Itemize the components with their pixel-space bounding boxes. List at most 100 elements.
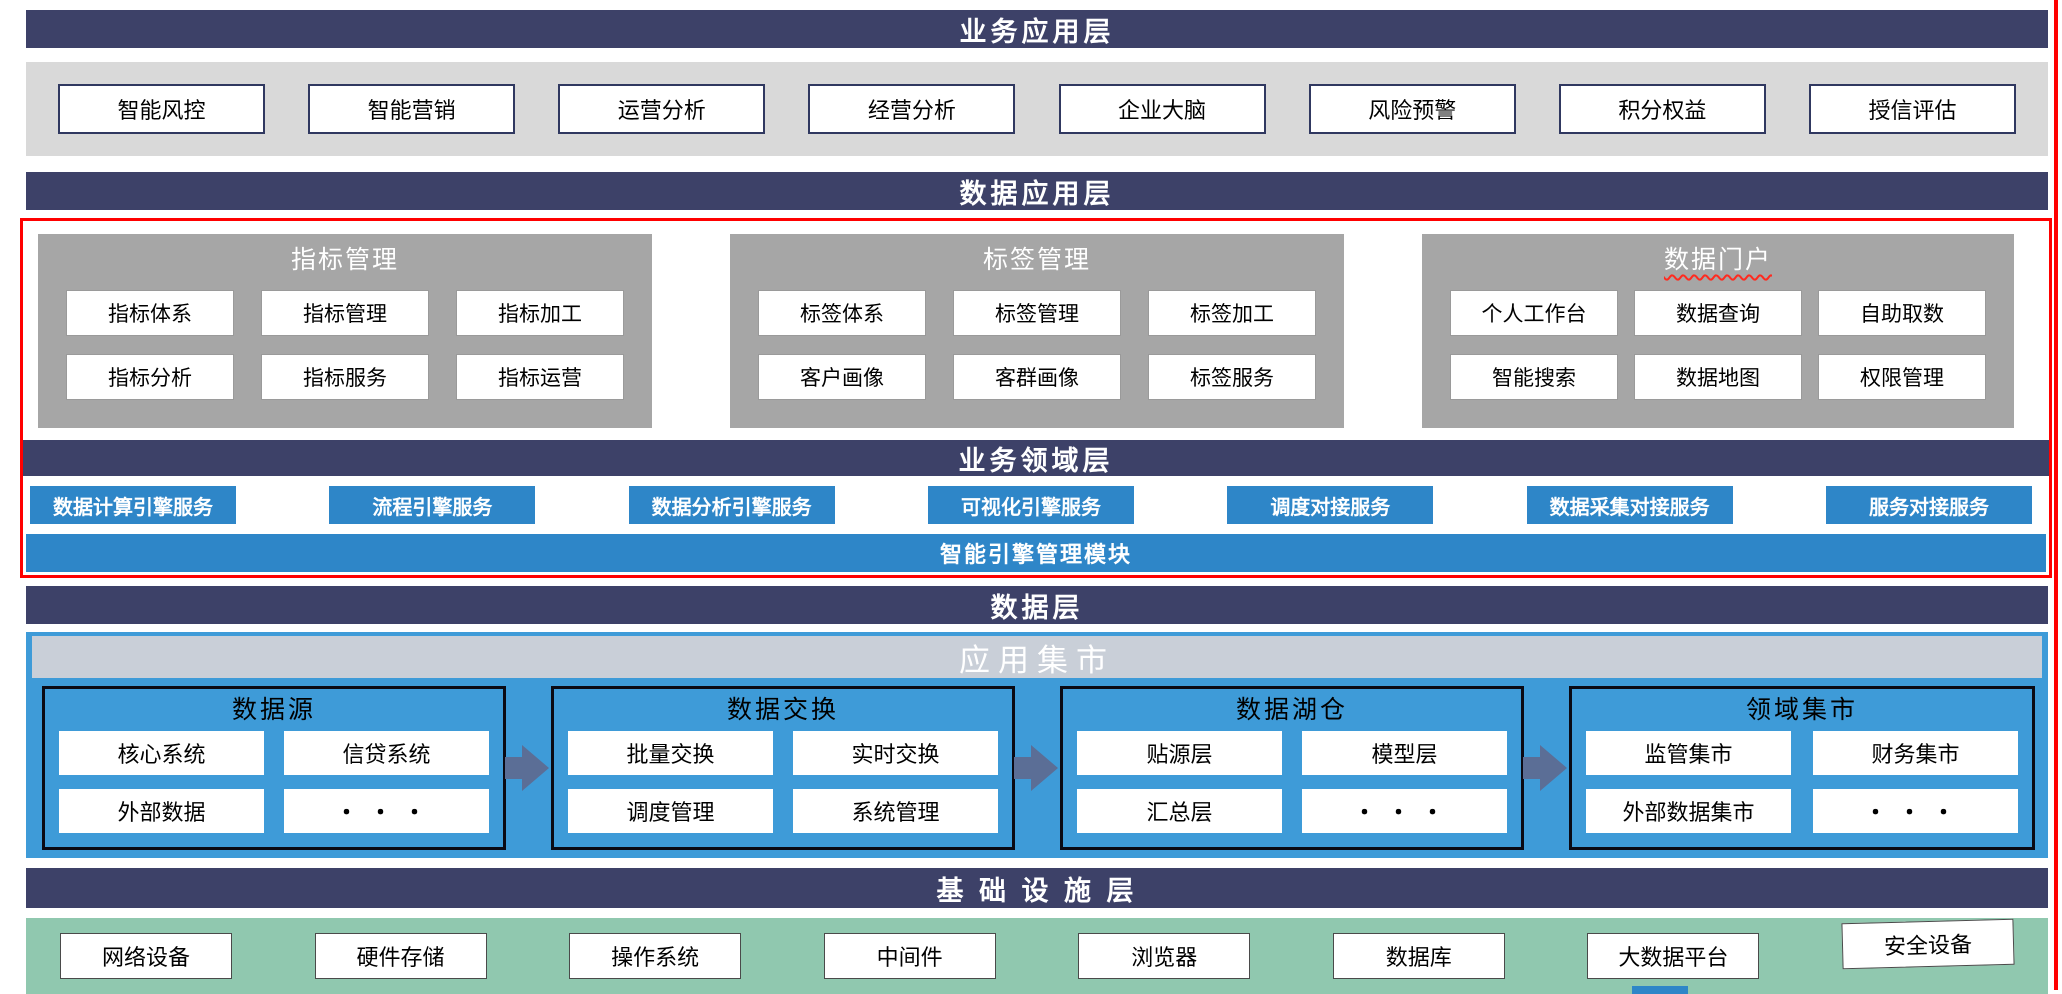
panel-box: 指标运营	[456, 354, 624, 400]
business-app-box: 授信评估	[1808, 84, 2016, 134]
data-panel-box: 外部数据集市	[1586, 789, 1791, 833]
arrow-right-icon	[1014, 743, 1058, 793]
panel-row: 个人工作台 数据查询 自助取数	[1450, 290, 1986, 336]
engine-service-button: 服务对接服务	[1825, 486, 2032, 524]
data-panel-box: 信贷系统	[284, 731, 489, 775]
infrastructure-box: 数据库	[1332, 933, 1505, 979]
engine-service-button: 数据分析引擎服务	[628, 486, 835, 524]
arrow-right-icon	[1523, 743, 1567, 793]
business-app-box: 企业大脑	[1058, 84, 1266, 134]
infrastructure-box: 浏览器	[1078, 933, 1251, 979]
data-panel-title: 数据源	[231, 697, 316, 724]
panel-title: 标签管理	[982, 246, 1091, 274]
panel-row: 智能搜索 数据地图 权限管理	[1450, 354, 1986, 400]
infrastructure-box: 中间件	[823, 933, 996, 979]
data-panel-box-ellipsis: ・・・	[1302, 789, 1507, 833]
data-panel-box: 外部数据	[59, 789, 264, 833]
engine-service-button: 调度对接服务	[1227, 486, 1434, 524]
panel-row: 指标体系 指标管理 指标加工	[66, 290, 624, 336]
panel-domain-mart: 领域集市 监管集市 财务集市 外部数据集市 ・・・	[1569, 686, 2035, 850]
business-app-box: 智能营销	[308, 84, 516, 134]
data-panel-box: 核心系统	[59, 731, 264, 775]
panel-tag-management: 标签管理 标签体系 标签管理 标签加工 客户画像 客群画像 标签服务	[730, 234, 1344, 428]
panel-title: 指标管理	[290, 246, 399, 274]
panel-title: 数据门户	[1663, 246, 1772, 274]
data-panel-title: 领域集市	[1745, 697, 1858, 724]
engine-management-bar: 智能引擎管理模块	[26, 534, 2046, 572]
data-panel-row: 监管集市 财务集市	[1586, 731, 2018, 775]
panel-box: 指标服务	[261, 354, 429, 400]
infrastructure-box: 硬件存储	[314, 933, 487, 979]
data-panel-box-ellipsis: ・・・	[284, 789, 489, 833]
layer-title-business-domain: 业务领域层	[958, 445, 1114, 476]
panel-box: 智能搜索	[1450, 354, 1618, 400]
business-app-box: 智能风控	[58, 84, 265, 134]
panel-indicator-management: 指标管理 指标体系 指标管理 指标加工 指标分析 指标服务 指标运营	[38, 234, 652, 428]
infrastructure-band: 网络设备 硬件存储 操作系统 中间件 浏览器 数据库 大数据平台 安全设备	[26, 918, 2048, 994]
data-panel-row: 外部数据 ・・・	[59, 789, 489, 833]
business-app-box: 经营分析	[808, 84, 1016, 134]
panel-box: 指标分析	[66, 354, 234, 400]
panel-data-source: 数据源 核心系统 信贷系统 外部数据 ・・・	[42, 686, 506, 850]
data-panel-title: 数据交换	[726, 697, 839, 724]
data-panel-box: 调度管理	[568, 789, 773, 833]
layer-bar-data-layer: 数据层	[26, 586, 2048, 624]
business-app-band: 智能风控 智能营销 运营分析 经营分析 企业大脑 风险预警 积分权益 授信评估	[26, 62, 2048, 156]
layer-bar-business-app: 业务应用层	[26, 10, 2048, 48]
engine-service-button: 数据计算引擎服务	[30, 486, 236, 524]
application-mart-header: 应用集市	[32, 636, 2042, 678]
data-panel-row: 外部数据集市 ・・・	[1586, 789, 2018, 833]
layer-title-business-app: 业务应用层	[959, 16, 1115, 47]
data-panel-box-ellipsis: ・・・	[1813, 789, 2018, 833]
engine-service-button: 可视化引擎服务	[927, 486, 1134, 524]
panel-data-exchange: 数据交换 批量交换 实时交换 调度管理 系统管理	[551, 686, 1015, 850]
engine-service-button: 流程引擎服务	[329, 486, 536, 524]
red-edge-line	[2054, 0, 2058, 990]
data-panel-row: 批量交换 实时交换	[568, 731, 998, 775]
panel-box: 标签管理	[953, 290, 1121, 336]
red-highlight-box	[20, 218, 2052, 578]
layer-bar-data-app: 数据应用层	[26, 172, 2048, 210]
layer-title-infrastructure: 基 础 设 施 层	[936, 875, 1138, 906]
panel-box: 权限管理	[1818, 354, 1986, 400]
panel-box: 指标体系	[66, 290, 234, 336]
panel-row: 客户画像 客群画像 标签服务	[758, 354, 1316, 400]
data-panel-row: 汇总层 ・・・	[1077, 789, 1507, 833]
panel-box: 标签服务	[1148, 354, 1316, 400]
panel-row: 标签体系 标签管理 标签加工	[758, 290, 1316, 336]
layer-bar-business-domain: 业务领域层	[23, 440, 2049, 476]
infrastructure-box: 网络设备	[60, 933, 232, 979]
business-app-box: 运营分析	[558, 84, 766, 134]
data-panel-row: 调度管理 系统管理	[568, 789, 998, 833]
panel-box: 指标管理	[261, 290, 429, 336]
panel-box: 标签体系	[758, 290, 926, 336]
blue-sliver	[1632, 986, 1688, 994]
business-app-box: 积分权益	[1558, 84, 1766, 134]
engine-service-button: 数据采集对接服务	[1526, 486, 1733, 524]
infrastructure-box: 大数据平台	[1587, 933, 1760, 979]
data-panel-box: 批量交换	[568, 731, 773, 775]
data-panel-box: 汇总层	[1077, 789, 1282, 833]
panel-row: 指标分析 指标服务 指标运营	[66, 354, 624, 400]
panel-box: 数据查询	[1634, 290, 1802, 336]
data-panel-box: 模型层	[1302, 731, 1507, 775]
data-panel-box: 系统管理	[793, 789, 998, 833]
infrastructure-box: 安全设备	[1841, 918, 2015, 970]
panel-box: 自助取数	[1818, 290, 1986, 336]
infrastructure-box: 操作系统	[569, 933, 742, 979]
data-panel-box: 财务集市	[1813, 731, 2018, 775]
data-panel-box: 实时交换	[793, 731, 998, 775]
data-panel-title: 数据湖仓	[1235, 697, 1348, 724]
panel-data-portal: 数据门户 个人工作台 数据查询 自助取数 智能搜索 数据地图 权限管理	[1422, 234, 2014, 428]
panel-box: 客户画像	[758, 354, 926, 400]
data-panel-row: 贴源层 模型层	[1077, 731, 1507, 775]
business-app-box: 风险预警	[1308, 84, 1516, 134]
arrow-right-icon	[505, 743, 549, 793]
data-panel-box: 监管集市	[1586, 731, 1791, 775]
layer-title-data-layer: 数据层	[990, 592, 1084, 623]
data-panel-box: 贴源层	[1077, 731, 1282, 775]
layer-title-data-app: 数据应用层	[959, 178, 1115, 209]
engine-service-row: 数据计算引擎服务 流程引擎服务 数据分析引擎服务 可视化引擎服务 调度对接服务 …	[30, 486, 2032, 524]
layer-bar-infrastructure: 基 础 设 施 层	[26, 868, 2048, 908]
